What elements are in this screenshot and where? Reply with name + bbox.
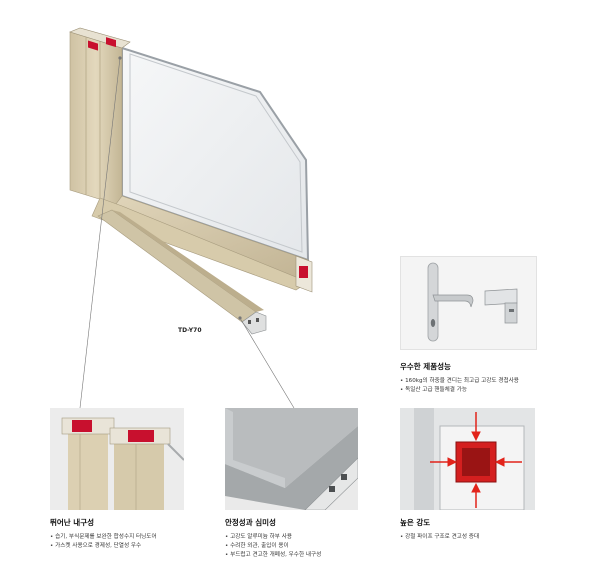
- caption-performance: 우수한 제품성능 160kg의 하중을 견디는 최고급 고강도 경첩사용 독일산…: [400, 361, 519, 395]
- force-arrows-icon: [430, 412, 522, 508]
- caption-bullet: 습기, 부식문제를 보완한 합성수지 터닝도어: [50, 533, 157, 542]
- caption-strength: 높은 강도 강철 파이프 구조로 견고성 증대: [400, 517, 479, 542]
- profile-end: [304, 457, 358, 510]
- caption-title: 안정성과 심미성: [225, 518, 276, 527]
- aluminum-profile-panel: [225, 408, 358, 510]
- model-label: TD-Y70: [178, 327, 202, 334]
- door-handle-icon: [427, 262, 518, 342]
- caption-bullet: 강철 파이프 구조로 견고성 증대: [400, 533, 479, 542]
- caption-title: 높은 강도: [400, 518, 431, 527]
- caption-bullet: 고강도 알루미늄 하부 사용: [225, 533, 321, 542]
- caption-title: 뛰어난 내구성: [50, 518, 95, 527]
- caption-bullet: 160kg의 하중을 견디는 최고급 고강도 경첩사용: [400, 377, 519, 386]
- durability-cross-section-panel: [50, 408, 184, 510]
- steel-pipe-panel: [400, 408, 535, 510]
- caption-stability: 안정성과 심미성 고강도 알루미늄 하부 사용 수려한 외관, 출입이 용이 부…: [225, 517, 321, 560]
- handle-hinge-panel: [400, 256, 537, 350]
- caption-bullet: 가스켓 사용으로 경제성, 단열성 우수: [50, 542, 157, 551]
- hinge-icon: [484, 288, 518, 324]
- caption-bullet: 수려한 외관, 출입이 용이: [225, 542, 321, 551]
- door-frame-illustration: [69, 27, 313, 335]
- caption-title: 우수한 제품성능: [400, 362, 451, 371]
- caption-bullet: 독일산 고급 핸들체결 가능: [400, 386, 519, 395]
- caption-durability: 뛰어난 내구성 습기, 부식문제를 보완한 합성수지 터닝도어 가스켓 사용으로…: [50, 517, 157, 551]
- caption-bullet: 부드럽고 견고한 개폐성, 우수한 내구성: [225, 551, 321, 560]
